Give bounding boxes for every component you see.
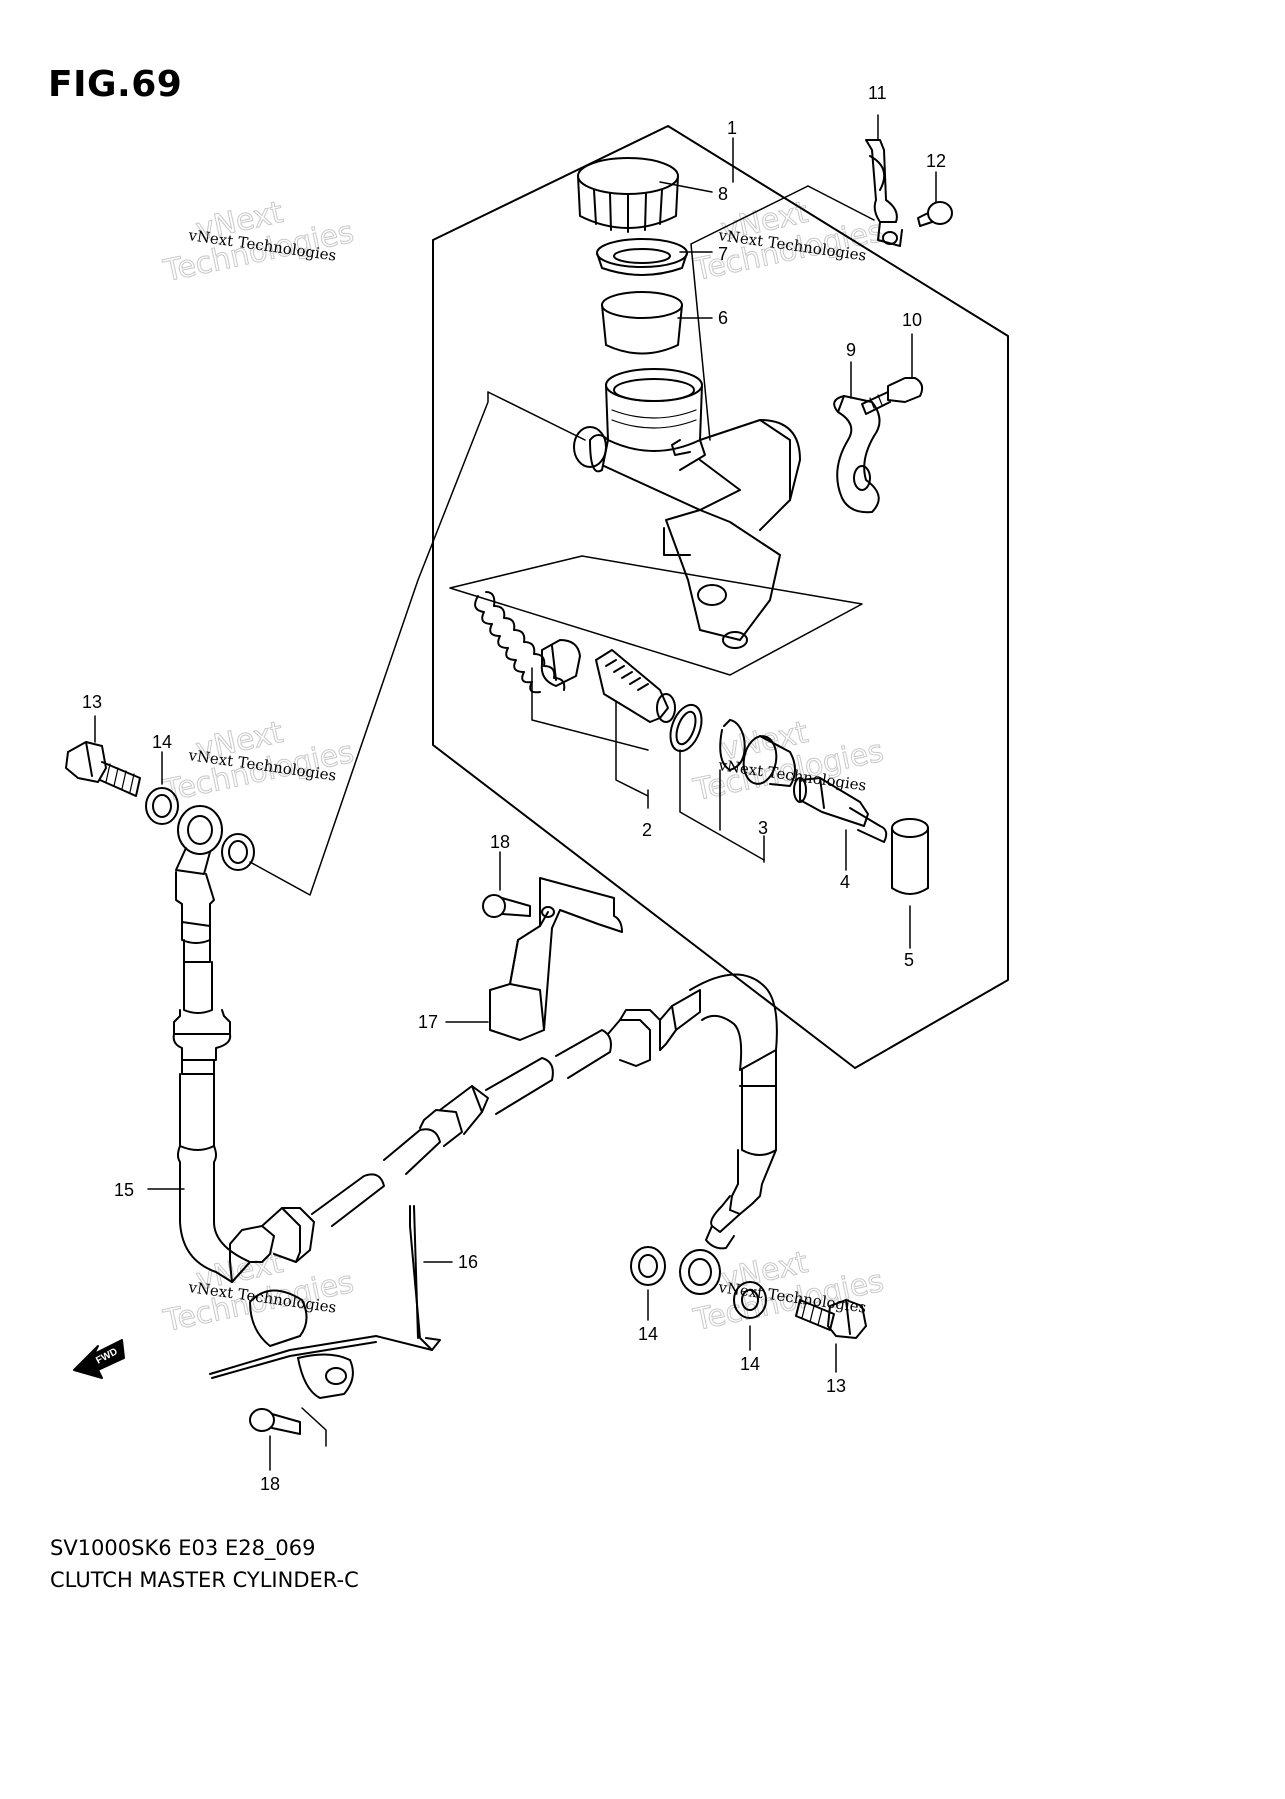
sealing-washer (221, 833, 255, 871)
callout-number: 13 (82, 692, 102, 712)
piston (595, 649, 676, 723)
callout-number: 4 (840, 872, 850, 892)
callout-number: 2 (642, 820, 652, 840)
piston-cup (540, 639, 581, 687)
callout-number: 14 (740, 1354, 760, 1374)
hose-clamp-wire (209, 1205, 441, 1379)
master-cylinder-body (573, 368, 801, 649)
clutch-switch (865, 139, 903, 247)
sealing-washer (733, 1281, 767, 1319)
fwd-arrow-icon (73, 1339, 125, 1379)
callout-number: 3 (758, 818, 768, 838)
phantom-line (487, 391, 586, 441)
callout-number: 10 (902, 310, 922, 330)
bracket-bolt (249, 1408, 301, 1435)
reservoir-cap (577, 157, 679, 233)
push-rod (793, 777, 888, 843)
callouts: 1 8 7 6 9 10 11 12 2 3 4 5 13 14 18 17 1… (82, 83, 946, 1494)
banjo-bolt (65, 741, 141, 797)
handlebar-clamp (833, 395, 881, 514)
callout-number: 7 (718, 244, 728, 264)
reservoir-group-bracket (690, 185, 809, 441)
callout-number: 11 (868, 83, 887, 103)
callout-number: 15 (114, 1180, 134, 1200)
callout-number: 18 (490, 832, 510, 852)
banjo-fitting (679, 1249, 721, 1295)
piston-kit-plane (449, 555, 863, 676)
leader-lines (94, 114, 937, 1471)
phantom-line (249, 391, 489, 896)
callout-number: 9 (846, 340, 856, 360)
hose-holder-bracket (249, 1289, 354, 1399)
switch-screw (917, 201, 953, 227)
dust-boot (742, 735, 796, 787)
clamp-bolt (861, 377, 924, 415)
callout-number: 8 (718, 184, 728, 204)
assembly-sub-bracket (807, 185, 875, 221)
hose-bracket (489, 877, 623, 1041)
callout-number: 6 (718, 308, 728, 328)
banjo-bolt (795, 1299, 867, 1339)
clutch-hose (172, 871, 778, 1283)
diaphragm-plate (596, 238, 688, 276)
callout-number: 18 (260, 1474, 280, 1494)
callout-number: 16 (458, 1252, 478, 1272)
return-spring (474, 591, 566, 694)
diagram-name: CLUTCH MASTER CYLINDER-C (50, 1568, 359, 1592)
figure-title: FIG.69 (48, 64, 183, 105)
callout-number: 14 (152, 732, 172, 752)
callout-number: 17 (418, 1012, 438, 1032)
callout-number: 14 (638, 1324, 658, 1344)
diagram-code: SV1000SK6 E03 E28_069 (50, 1536, 316, 1560)
callout-number: 12 (926, 151, 946, 171)
callout-number: 13 (826, 1376, 846, 1396)
diaphragm (601, 291, 683, 355)
assembly-outline (432, 125, 1009, 1069)
callout-number: 5 (904, 950, 914, 970)
push-rod-cover (891, 818, 929, 895)
piston-washer (669, 703, 703, 753)
callout-number: 1 (727, 118, 737, 138)
banjo-fitting (175, 805, 223, 875)
sealing-washer (630, 1246, 666, 1286)
bracket-bolt (482, 894, 531, 918)
sealing-washer (145, 787, 179, 825)
circlip (719, 719, 746, 771)
